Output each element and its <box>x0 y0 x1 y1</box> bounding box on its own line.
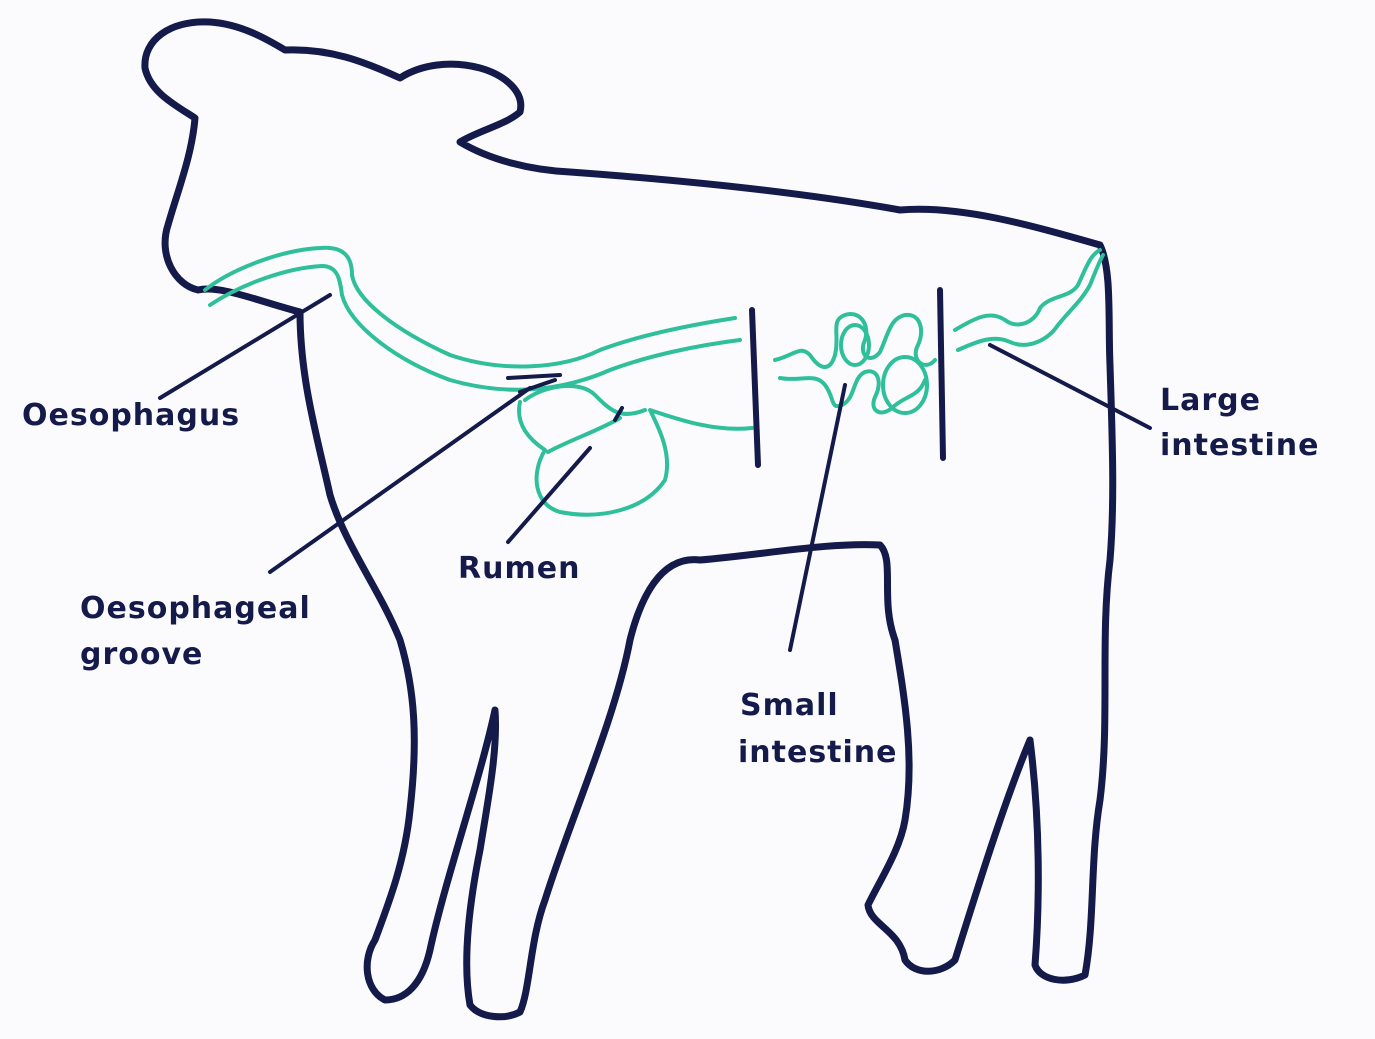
divider-small-large-intestine <box>940 290 943 458</box>
calf-body-outline <box>145 22 1113 1017</box>
rumen-pouch <box>519 402 752 515</box>
label-small-intestine-line1: Small <box>740 688 839 723</box>
divider-stomach-small-intestine <box>752 310 758 465</box>
label-rumen: Rumen <box>458 551 580 586</box>
pointer-large-intestine <box>990 345 1150 428</box>
large-intestine-tube-inner <box>958 255 1103 350</box>
label-large-intestine-line2: intestine <box>1160 428 1320 463</box>
rumen-fold <box>548 418 620 452</box>
pointer-rumen <box>508 448 590 542</box>
large-intestine-tube-outer <box>955 250 1100 330</box>
pointer-small-intestine <box>790 385 845 650</box>
label-oesophageal-groove-line2: groove <box>80 637 203 672</box>
label-large-intestine-line1: Large <box>1160 383 1261 418</box>
oesophagus-tube-inner <box>210 266 740 390</box>
label-oesophageal-groove-line1: Oesophageal <box>80 591 311 626</box>
small-intestine-loops <box>780 371 925 412</box>
rumen-inner-curve <box>525 386 645 414</box>
label-small-intestine-line2: intestine <box>738 735 898 770</box>
label-oesophagus: Oesophagus <box>22 398 240 433</box>
